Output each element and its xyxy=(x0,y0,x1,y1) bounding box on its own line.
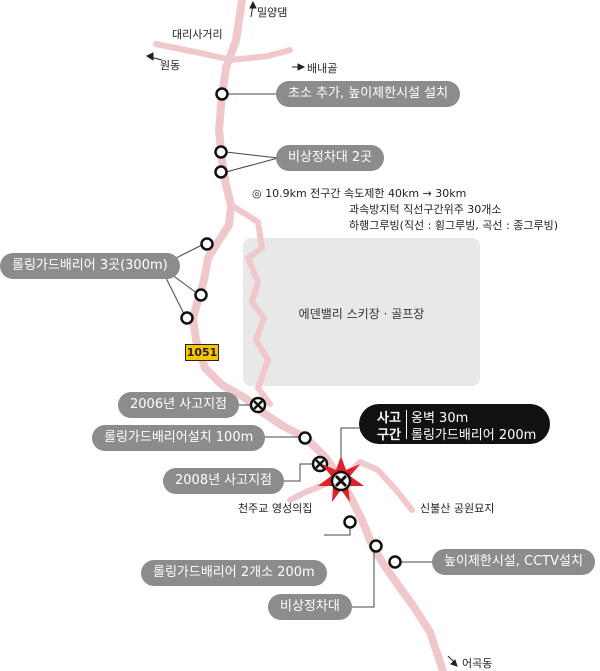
road-number-badge: 1051 xyxy=(185,344,219,361)
callout-height-cctv: 높이제한시설, CCTV설치 xyxy=(432,549,595,575)
direction-miryang-dam: 밀양댐 xyxy=(257,6,288,19)
callout-emergency-stop: 비상정차대 xyxy=(268,594,352,620)
marker-emergency-1 xyxy=(214,145,228,159)
road-inner-loop xyxy=(228,202,273,407)
callout-accident-2006: 2006년 사고지점 xyxy=(118,392,240,418)
road-to-wondong xyxy=(153,41,235,63)
marker-guardrail-b xyxy=(194,288,208,302)
direction-baenaegol: 배내골 xyxy=(307,62,338,75)
safety-notes: ◎ 10.9km 전구간 속도제한 40km → 30km 과속방지턱 직선구간… xyxy=(252,186,558,234)
accident-2008-marker xyxy=(311,455,329,473)
marker-cheonjugyo xyxy=(343,515,357,529)
ski-golf-area xyxy=(243,238,480,386)
callout-guardrail-2: 롤링가드배리어 2개소 200m xyxy=(141,560,327,586)
note-grooving: 하행그루빙(직선 : 횡그루빙, 곡선 : 종그루빙) xyxy=(349,219,559,232)
accident-key-1: 사고 xyxy=(377,411,401,426)
road-to-baenaegol xyxy=(228,47,293,63)
callout-accident-2008: 2008년 사고지점 xyxy=(163,468,285,494)
accident-separator xyxy=(406,410,407,439)
marker-height-cctv xyxy=(388,555,402,569)
callout-guardrail-100: 롤링가드배리어설치 100m xyxy=(92,425,266,451)
direction-arrows xyxy=(146,0,458,667)
accident-zone-box: 사고 구간 옹벽 30m 롤링가드배리어 200m xyxy=(359,404,550,444)
direction-wondong: 원동 xyxy=(160,59,181,72)
callout-guardrail-3: 롤링가드배리어 3곳(300m) xyxy=(0,253,180,279)
accident-value-wall: 옹벽 30m xyxy=(411,411,469,426)
accident-key-2: 구간 xyxy=(377,428,401,443)
marker-emergency-2 xyxy=(214,165,228,179)
marker-guardrail-100 xyxy=(298,431,312,445)
marker-guardrail-c xyxy=(180,311,194,325)
marker-guardrail-a xyxy=(200,237,214,251)
callout-guard-post: 초소 추가, 높이제한시설 설치 xyxy=(276,81,461,107)
label-daeri-sageori: 대리사거리 xyxy=(172,28,223,41)
note-speed-bumps: 과속방지턱 직선구간위주 30개소 xyxy=(349,203,502,216)
note-speed-limit: ◎ 10.9km 전구간 속도제한 40km → 30km xyxy=(252,187,467,200)
callout-emergency-stops: 비상정차대 2곳 xyxy=(276,145,385,171)
place-sinbulsan: 신불산 공원묘지 xyxy=(420,502,495,515)
direction-eogokdong: 어곡동 xyxy=(462,657,493,670)
markers xyxy=(180,87,402,569)
main-accident-burst xyxy=(318,456,364,502)
marker-guard-post xyxy=(215,87,229,101)
place-cheonjugyo: 천주교 영성의집 xyxy=(238,502,313,515)
accident-2006-marker xyxy=(249,396,267,414)
accident-value-guardrail: 롤링가드배리어 200m xyxy=(411,428,537,443)
marker-guardrail-200 xyxy=(369,539,383,553)
ski-golf-area-label: 에덴밸리 스키장 · 골프장 xyxy=(298,307,425,321)
